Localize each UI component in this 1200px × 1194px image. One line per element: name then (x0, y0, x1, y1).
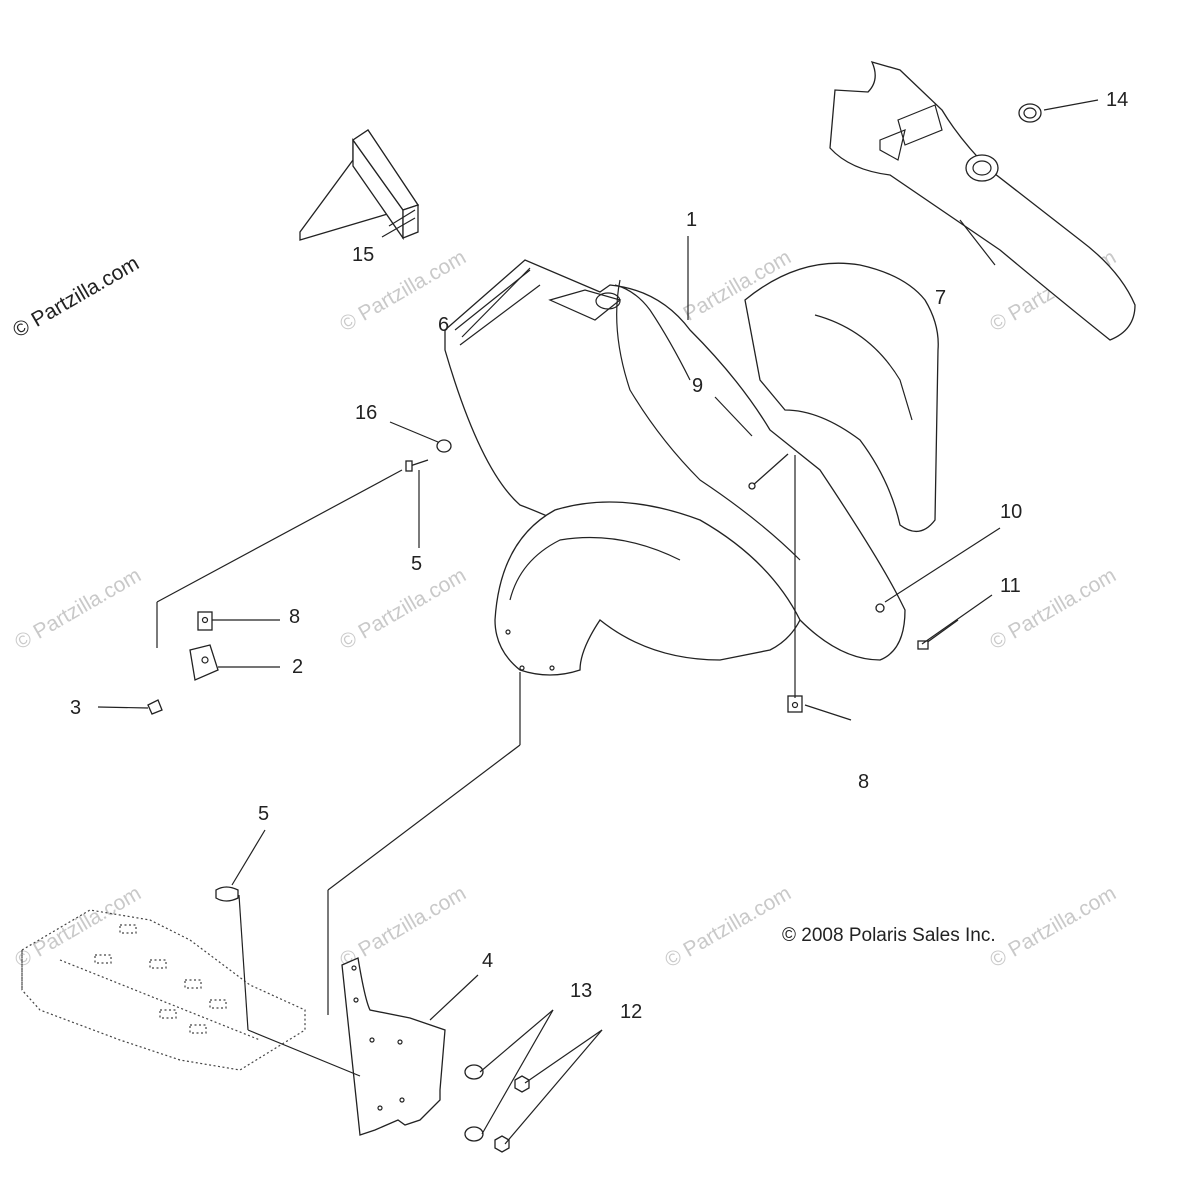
callout-8-left: 8 (289, 606, 300, 628)
part-4-mud-flap (341, 957, 446, 1136)
watermark: © Partzilla.com (986, 882, 1120, 973)
callout-1: 1 (686, 209, 697, 231)
callout-16: 16 (355, 402, 377, 424)
part-7-rear-guard (829, 60, 1136, 341)
copyright-text: © 2008 Polaris Sales Inc. (782, 925, 996, 946)
callout-3: 3 (70, 697, 81, 719)
callout-4: 4 (482, 950, 493, 972)
callout-13: 13 (570, 980, 592, 1002)
part-15-foam-block (299, 129, 420, 241)
watermark: © Partzilla.com (11, 564, 145, 655)
fasteners-right (748, 453, 959, 650)
front-fender (494, 501, 801, 676)
callout-7: 7 (935, 287, 946, 309)
watermark: © Partzilla.com (336, 564, 470, 655)
callout-5-upper: 5 (411, 553, 422, 575)
part-5-lower-bolt (215, 886, 239, 902)
fasteners-upper (405, 439, 452, 472)
callout-9: 9 (692, 375, 703, 397)
callouts: 1 2 3 4 5 5 6 7 8 8 9 10 11 12 13 14 15 … (70, 89, 1128, 1023)
callout-10: 10 (1000, 501, 1022, 523)
watermark-main: © Partzilla.com (9, 252, 143, 343)
callout-5-lower: 5 (258, 803, 269, 825)
callout-6: 6 (438, 314, 449, 336)
leader-lines (97, 99, 1099, 1145)
callout-12: 12 (620, 1001, 642, 1023)
parts-12-13-hardware (464, 1064, 530, 1153)
watermark: © Partzilla.com (11, 882, 145, 973)
watermark: © Partzilla.com (661, 882, 795, 973)
callout-14: 14 (1106, 89, 1128, 111)
left-clip-assembly (147, 611, 219, 715)
footrest (21, 909, 306, 1071)
part-14-grommet (1018, 103, 1042, 123)
callout-2: 2 (292, 656, 303, 678)
callout-11: 11 (1000, 575, 1021, 597)
callout-8-right: 8 (858, 771, 869, 793)
callout-15: 15 (352, 244, 374, 266)
part-8-clip-right (787, 695, 803, 713)
